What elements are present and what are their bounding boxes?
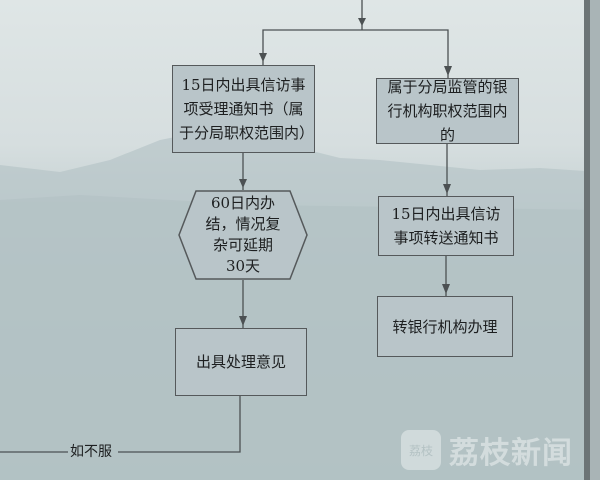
bank-scope-text: 属于分局监管的银行机构职权范围内的 — [387, 78, 508, 144]
process-deadline-text: 60日内办结，情况复杂可延期30天 — [205, 194, 281, 275]
watermark-brand: 荔枝新闻 — [449, 436, 573, 471]
opinion-text: 出具处理意见 — [195, 353, 286, 371]
disagree-label: 如不服 — [70, 444, 112, 460]
transfer-notice-text: 15日内出具信访事项转送通知书 — [391, 205, 501, 247]
transfer-bank-text: 转银行机构办理 — [392, 317, 498, 336]
wall-edge — [590, 0, 600, 480]
transfer-bank-box: 转银行机构办理 — [377, 296, 513, 357]
accept-notice-box: 15日内出具信访事项受理通知书（属于分局职权范围内） — [172, 65, 315, 153]
transfer-notice-box: 15日内出具信访事项转送通知书 — [378, 196, 514, 256]
watermark-logo-icon: 荔枝 — [401, 430, 441, 470]
bank-scope-box: 属于分局监管的银行机构职权范围内的 — [376, 78, 519, 144]
watermark: 荔枝 荔枝新闻 — [401, 428, 573, 472]
opinion-box: 出具处理意见 — [175, 328, 307, 396]
board-frame-edge — [584, 0, 590, 480]
process-deadline-hexagon — [178, 190, 308, 280]
accept-notice-text: 15日内出具信访事项受理通知书（属于分局职权范围内） — [179, 76, 315, 142]
